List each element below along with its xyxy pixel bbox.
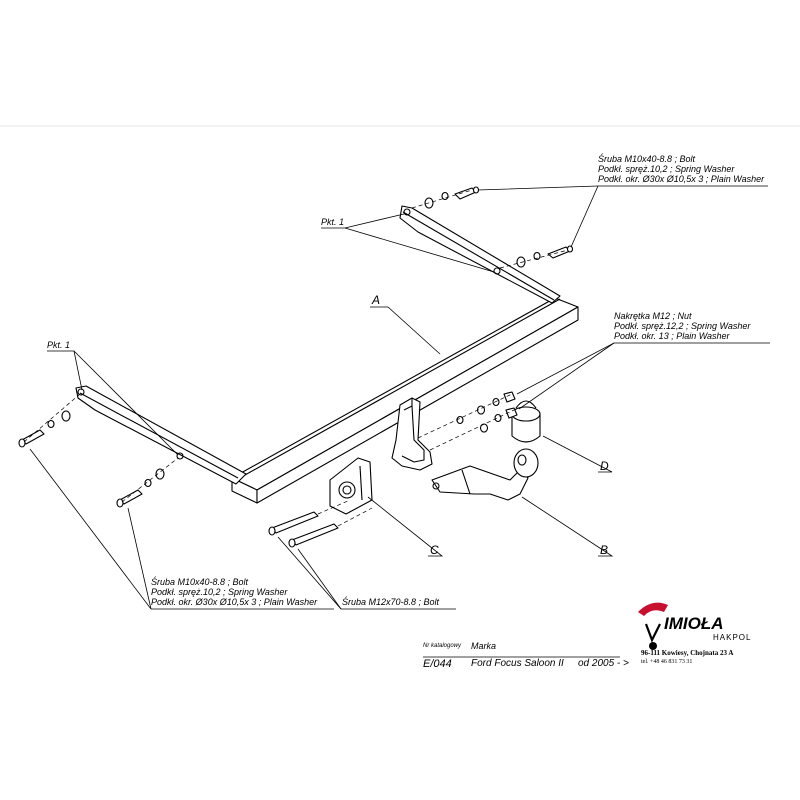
top-right-fasteners — [424, 186, 574, 268]
brand-label: Marka — [471, 641, 497, 651]
assembly-line — [121, 457, 179, 503]
assembly-line — [429, 409, 515, 451]
ball-neck-b — [431, 448, 539, 501]
center-mounting-plate — [391, 397, 433, 471]
leader-pkt1-left — [73, 350, 179, 456]
assembly-line — [317, 499, 351, 515]
assembly-line — [417, 393, 513, 439]
callout-nut: Nakrętka M12 ; Nut — [614, 311, 692, 321]
leader-a — [370, 306, 441, 355]
callout-bottom-left-spring-washer: Podkł. spręż.10,2 ; Spring Washer — [151, 587, 288, 597]
company-logo-text: IMIOŁA — [664, 614, 724, 633]
label-part-d: D — [600, 459, 609, 473]
leader-pkt1-left — [47, 350, 83, 391]
m12-nuts — [456, 391, 518, 433]
catalog-label: Nr katalogowy — [423, 643, 462, 649]
leader-nut — [516, 342, 770, 395]
leader-top-right — [570, 185, 599, 248]
leader-b — [521, 496, 614, 557]
leader-bolt-m12 — [297, 548, 342, 610]
m12-bolts — [268, 511, 339, 548]
callout-bottom-left-bolt: Śruba M10x40-8.8 ; Bolt — [151, 577, 249, 587]
callout-top-right-spring-washer: Podkł. spręż.10,2 ; Spring Washer — [598, 164, 735, 174]
company-logo-sub: HAKPOL — [713, 633, 752, 642]
callout-nut-plain-washer: Podkł. okr. 13 ; Plain Washer — [614, 331, 730, 341]
assembly-line — [23, 393, 81, 443]
socket-plate-c — [329, 457, 373, 515]
callout-bolt-m12: Śruba M12x70-8.8 ; Bolt — [342, 597, 440, 607]
label-part-a: A — [372, 293, 381, 307]
leader-c — [367, 496, 444, 557]
callout-nut-spring-washer: Podkł. spręż.12,2 ; Spring Washer — [614, 321, 751, 331]
label-pkt1-left: Pkt. 1 — [47, 340, 71, 350]
leader-bottom-left — [29, 448, 152, 610]
label-part-b: B — [600, 543, 609, 557]
leader-bolt-m12 — [277, 536, 342, 610]
callout-top-right-plain-washer: Podkł. okr. Ø30x Ø10,5x 3 ; Plain Washer — [598, 174, 765, 184]
left-fasteners — [18, 410, 165, 508]
leader-pkt1-top — [344, 227, 495, 273]
imiola-logo-mark — [638, 602, 668, 650]
leader-nut — [518, 342, 615, 410]
model-year: od 2005 - > — [578, 658, 629, 669]
company-address: 96-111 Kowiesy, Chojnata 23 A — [641, 649, 734, 657]
assembly-line — [411, 189, 473, 209]
company-phone: tel. +48 46 831 73 31 — [641, 659, 693, 665]
ball-cover-d — [511, 400, 541, 443]
callout-top-right-bolt: Śruba M10x40-8.8 ; Bolt — [598, 154, 696, 164]
label-pkt1-top: Pkt. 1 — [321, 217, 345, 227]
leader-d — [542, 435, 613, 473]
catalog-number: E/044 — [423, 658, 452, 670]
callout-bottom-left-plain-washer: Podkł. okr. Ø30x Ø10,5x 3 ; Plain Washer — [151, 597, 318, 607]
label-part-c: C — [430, 543, 439, 557]
assembly-line — [499, 249, 569, 269]
vehicle-model: Ford Focus Saloon II — [471, 658, 564, 669]
leader-top-right — [477, 185, 768, 191]
leader-bottom-left — [127, 507, 152, 610]
